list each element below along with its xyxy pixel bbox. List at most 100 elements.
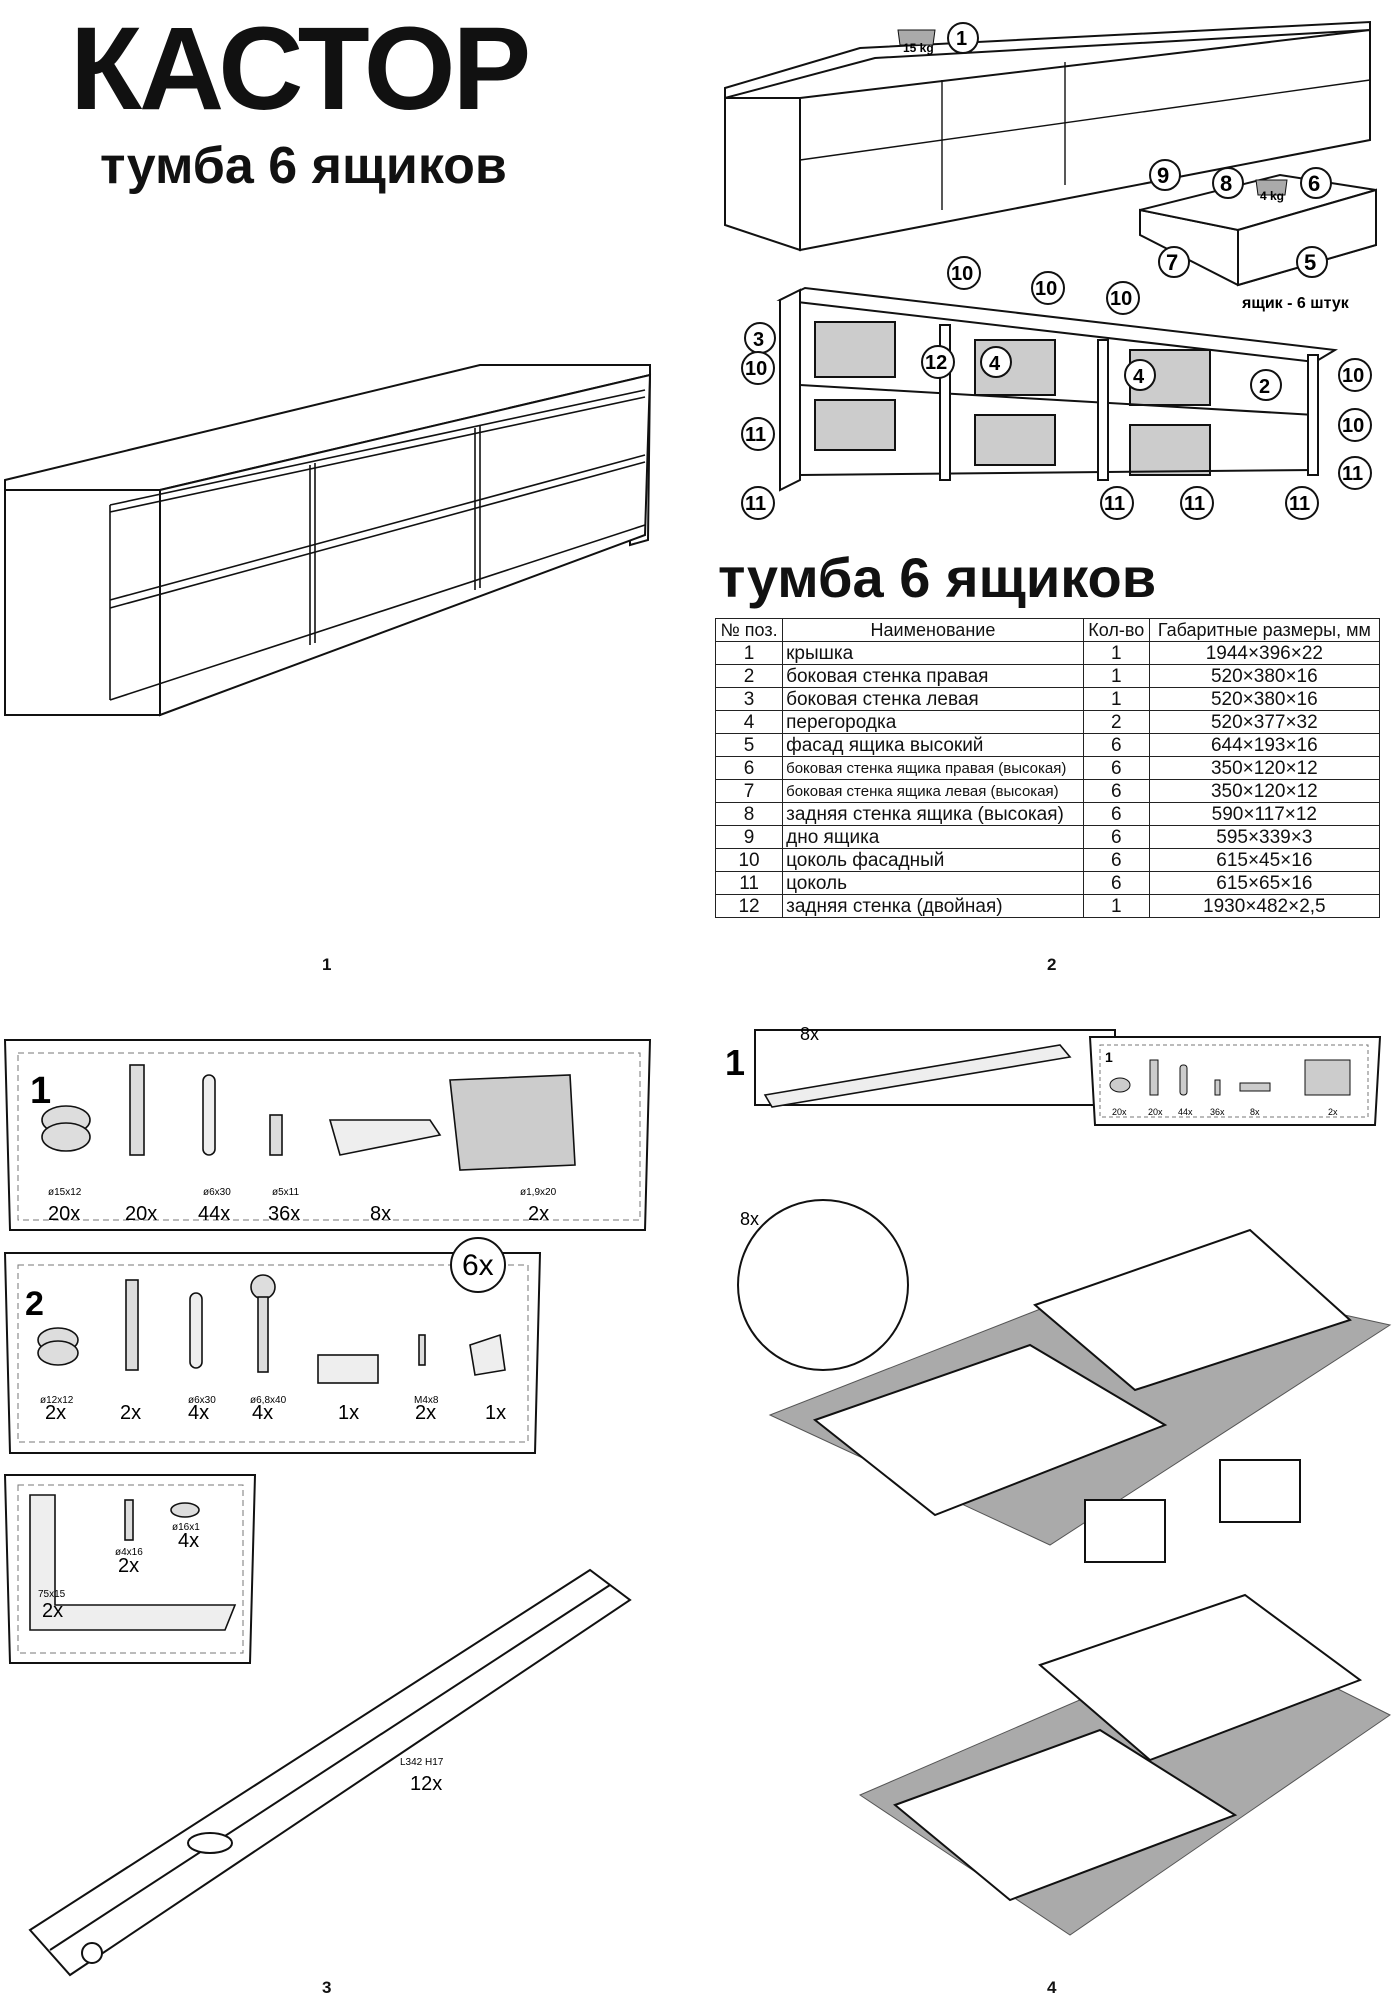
svg-text:2x: 2x	[42, 1600, 63, 1622]
page-number-1: 1	[322, 955, 332, 974]
svg-text:11: 11	[745, 424, 766, 446]
svg-text:7: 7	[1166, 250, 1178, 275]
svg-text:12: 12	[925, 352, 947, 374]
cell-size: 520×380×16	[1148, 687, 1381, 711]
svg-text:4x: 4x	[178, 1530, 199, 1552]
svg-text:5: 5	[1304, 250, 1316, 275]
svg-text:12x: 12x	[410, 1773, 442, 1795]
cell-size: 350×120×12	[1148, 779, 1381, 803]
svg-text:10: 10	[951, 263, 973, 285]
brand-title: КАСТОР	[70, 3, 531, 135]
cell-pos: 9	[714, 825, 784, 849]
svg-text:L342 H17: L342 H17	[400, 1757, 444, 1768]
svg-text:ø1,9x20: ø1,9x20	[520, 1187, 557, 1198]
cell-pos: 7	[714, 779, 784, 803]
svg-text:11: 11	[745, 493, 766, 515]
cell-qty: 6	[1082, 779, 1150, 803]
cell-qty: 6	[1082, 871, 1150, 895]
parts-table: № поз. Наименование Кол-во Габаритные ра…	[714, 618, 1381, 918]
svg-text:2: 2	[1259, 376, 1270, 398]
product-subtitle: тумба 6 ящиков	[100, 137, 507, 195]
svg-text:11: 11	[1289, 493, 1310, 515]
cabinet-illustration	[4, 364, 652, 717]
col-header-size: Габаритные размеры, мм	[1148, 618, 1381, 642]
cell-qty: 6	[1082, 756, 1150, 780]
page-number-2: 2	[1047, 955, 1057, 974]
cell-name: боковая стенка правая	[782, 664, 1084, 688]
cell-size: 644×193×16	[1148, 733, 1381, 757]
svg-text:2x: 2x	[528, 1203, 549, 1225]
col-header-pos: № поз.	[714, 618, 784, 642]
svg-text:44x: 44x	[1178, 1107, 1193, 1117]
svg-text:8x: 8x	[1250, 1107, 1260, 1117]
svg-text:8x: 8x	[800, 1024, 819, 1044]
svg-text:2x: 2x	[45, 1402, 66, 1424]
svg-text:4x: 4x	[252, 1402, 273, 1424]
page-number-4: 4	[1047, 1978, 1057, 1997]
svg-text:2x: 2x	[415, 1402, 436, 1424]
cell-name: боковая стенка левая	[782, 687, 1084, 711]
svg-text:ø6x30: ø6x30	[188, 1395, 216, 1406]
svg-text:2x: 2x	[120, 1402, 141, 1424]
weight-icon	[897, 29, 936, 46]
cell-pos: 5	[714, 733, 784, 757]
hardware-page: 1 2 6x ø15x12 ø6x30 ø5x11 ø1,9x20 ø12x12…	[3, 1039, 652, 1977]
svg-text:8x: 8x	[740, 1209, 759, 1229]
svg-text:2: 2	[25, 1285, 44, 1323]
svg-text:20x: 20x	[48, 1203, 80, 1225]
svg-text:36x: 36x	[268, 1203, 300, 1225]
svg-text:9: 9	[1157, 163, 1169, 188]
cell-name: фасад ящика высокий	[782, 733, 1084, 757]
cell-pos: 10	[714, 848, 784, 872]
svg-text:ø6,8x40: ø6,8x40	[250, 1395, 287, 1406]
cell-pos: 12	[714, 894, 784, 918]
svg-text:8: 8	[1220, 171, 1232, 196]
svg-text:4 kg: 4 kg	[1260, 189, 1284, 203]
cell-size: 350×120×12	[1148, 756, 1381, 780]
svg-text:75x15: 75x15	[38, 1589, 66, 1600]
assembly-steps: 1 8x 1 20x 20x 44x 36x 8x 2x 8x	[725, 1024, 1392, 1936]
cell-name: крышка	[782, 641, 1084, 665]
cell-name: боковая стенка ящика левая (высокая)	[782, 779, 1084, 803]
cell-size: 1930×482×2,5	[1148, 894, 1381, 918]
cell-pos: 1	[714, 641, 784, 665]
cell-qty: 1	[1082, 641, 1150, 665]
svg-text:ø15x12: ø15x12	[48, 1187, 82, 1198]
svg-text:1: 1	[956, 28, 967, 50]
cell-size: 615×65×16	[1148, 871, 1381, 895]
svg-text:8x: 8x	[370, 1203, 391, 1225]
drawer-weight-icon	[1255, 179, 1288, 196]
svg-text:4x: 4x	[188, 1402, 209, 1424]
cell-name: боковая стенка ящика правая (высокая)	[782, 756, 1084, 780]
cell-name: цоколь фасадный	[782, 848, 1084, 872]
svg-text:6: 6	[1308, 171, 1320, 196]
cell-qty: 6	[1082, 733, 1150, 757]
cell-size: 615×45×16	[1148, 848, 1381, 872]
svg-text:1: 1	[30, 1070, 51, 1112]
svg-text:ø4x16: ø4x16	[115, 1547, 143, 1558]
svg-text:ø5x11: ø5x11	[272, 1187, 299, 1198]
svg-text:10: 10	[1035, 278, 1057, 300]
cell-size: 1944×396×22	[1148, 641, 1381, 665]
cell-name: перегородка	[782, 710, 1084, 734]
cell-qty: 1	[1082, 894, 1150, 918]
cell-size: 520×377×32	[1148, 710, 1381, 734]
svg-text:4: 4	[1133, 366, 1145, 388]
parts-section-title: тумба 6 ящиков	[718, 546, 1157, 609]
svg-text:2x: 2x	[1328, 1107, 1338, 1117]
cell-size: 595×339×3	[1148, 825, 1381, 849]
cell-pos: 8	[714, 802, 784, 826]
cell-name: дно ящика	[782, 825, 1084, 849]
svg-text:3: 3	[753, 329, 764, 351]
cell-size: 520×380×16	[1148, 664, 1381, 688]
cell-pos: 11	[714, 871, 784, 895]
svg-text:ø12x12: ø12x12	[40, 1395, 74, 1406]
